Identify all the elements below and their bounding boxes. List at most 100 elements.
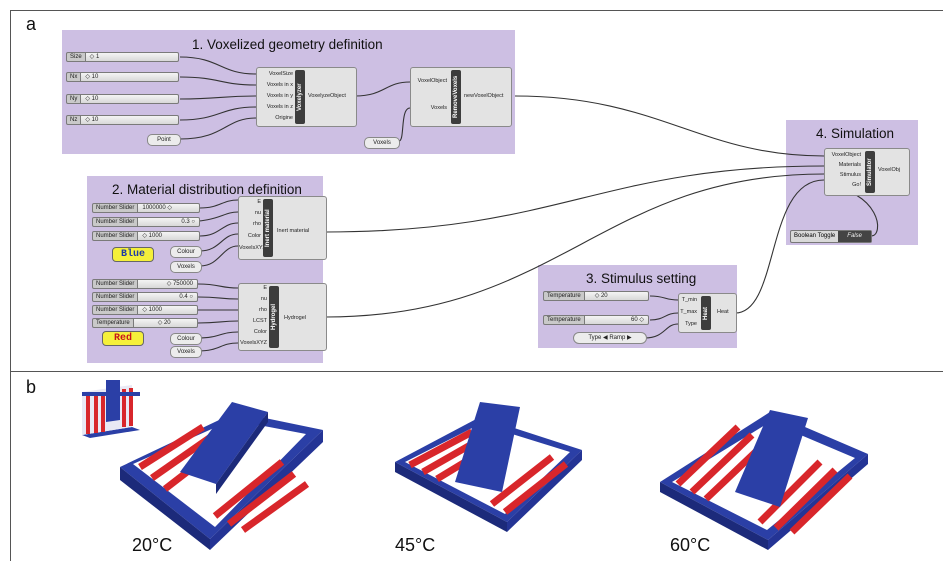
input-label: VoxelObject bbox=[831, 152, 861, 158]
simulator-component[interactable]: VoxelObject Materials Stimulus Go! Simul… bbox=[824, 148, 910, 196]
slider-value[interactable]: ◇ 10 bbox=[81, 94, 179, 104]
slider-e-hydrogel[interactable]: Number Slider ◇ 750000 bbox=[92, 279, 198, 289]
output-label: VoxelObj bbox=[878, 167, 901, 173]
input-label: Color bbox=[247, 233, 261, 239]
input-label: E bbox=[257, 199, 261, 205]
slider-value[interactable]: ◇ 10 bbox=[81, 72, 179, 82]
component-core: Heat bbox=[701, 296, 711, 330]
input-label: rho bbox=[259, 307, 267, 313]
input-label: T_min bbox=[681, 297, 697, 303]
input-label: rho bbox=[253, 221, 261, 227]
output-label: VoxelyzeObject bbox=[308, 93, 346, 99]
input-label: VoxelSize bbox=[268, 71, 293, 77]
input-label: Origine bbox=[275, 115, 293, 121]
slider-value[interactable]: ◇ 1000 bbox=[138, 305, 198, 315]
component-core: Voxelyzer bbox=[295, 70, 305, 124]
panel-divider bbox=[10, 371, 943, 372]
inset-render bbox=[82, 380, 140, 438]
slider-tmax[interactable]: Temperature 60 ◇ bbox=[543, 315, 649, 325]
input-label: Type bbox=[685, 321, 697, 327]
input-label: nu bbox=[254, 210, 261, 216]
blue-panel[interactable]: Blue bbox=[112, 247, 154, 262]
component-core: Simulator bbox=[865, 151, 875, 193]
input-label: Voxels bbox=[430, 105, 447, 111]
slider-nz[interactable]: Nz ◇ 10 bbox=[66, 115, 179, 125]
voxelyzer-component[interactable]: VoxelSize Voxels in x Voxels in y Voxels… bbox=[256, 67, 357, 127]
hydrogel-component[interactable]: E nu rho LCST Color VoxelsXYZ Hydrogel H… bbox=[238, 283, 327, 351]
slider-rho-hydrogel[interactable]: Number Slider ◇ 1000 bbox=[92, 305, 198, 315]
component-core: RemoveVoxels bbox=[451, 70, 461, 124]
slider-nu-hydrogel[interactable]: Number Slider 0.4 ○ bbox=[92, 292, 198, 302]
input-label: Voxels in x bbox=[266, 82, 293, 88]
heat-component[interactable]: T_min T_max Type Heat Heat bbox=[678, 293, 737, 333]
render-layer bbox=[82, 380, 868, 550]
right-arrow-icon[interactable]: ▶ bbox=[627, 335, 632, 341]
output-label: Hydrogel bbox=[284, 315, 307, 321]
type-value: Ramp bbox=[609, 335, 626, 341]
type-selector[interactable]: Type ◀ Ramp ▶ bbox=[573, 332, 647, 344]
input-label: T_max bbox=[680, 309, 697, 315]
output-label: Heat bbox=[717, 309, 729, 315]
input-label: Voxels in y bbox=[266, 93, 293, 99]
colour-param[interactable]: Colour bbox=[170, 333, 202, 345]
slider-nu-inert[interactable]: Number Slider 0.3 ○ bbox=[92, 217, 200, 227]
slider-value[interactable]: 0.3 ○ bbox=[138, 217, 200, 227]
slider-nx[interactable]: Nx ◇ 10 bbox=[66, 72, 179, 82]
group-title: 1. Voxelized geometry definition bbox=[192, 37, 383, 52]
slider-value[interactable]: ◇ 750000 bbox=[138, 279, 198, 289]
temperature-label: 20°C bbox=[132, 535, 173, 555]
wire-layer bbox=[179, 56, 879, 352]
panel-label-a: a bbox=[26, 14, 37, 34]
frame-left bbox=[10, 10, 11, 561]
group-title: 2. Material distribution definition bbox=[112, 182, 302, 197]
output-label: Inert material bbox=[277, 228, 310, 234]
slider-name: Temperature bbox=[543, 291, 585, 301]
input-label: Voxels in z bbox=[266, 104, 293, 110]
slider-name: Temperature bbox=[92, 318, 134, 328]
slider-value[interactable]: 60 ◇ bbox=[584, 315, 649, 325]
point-param[interactable]: Point bbox=[147, 134, 181, 146]
slider-value[interactable]: 1000000 ◇ bbox=[138, 203, 200, 213]
toggle-label: Boolean Toggle bbox=[794, 233, 836, 239]
slider-value[interactable]: ◇ 20 bbox=[584, 291, 649, 301]
slider-name: Nz bbox=[66, 115, 82, 125]
slider-rho-inert[interactable]: Number Slider ◇ 1000 bbox=[92, 231, 200, 241]
removevoxels-component[interactable]: VoxelObject Voxels RemoveVoxels newVoxel… bbox=[410, 67, 512, 127]
slider-ny[interactable]: Ny ◇ 10 bbox=[66, 94, 179, 104]
red-panel[interactable]: Red bbox=[102, 331, 144, 346]
render-60c bbox=[660, 410, 868, 550]
input-label: VoxelsXYZ bbox=[239, 245, 266, 251]
input-label: VoxelObject bbox=[417, 78, 447, 84]
slider-value[interactable]: ◇ 10 bbox=[81, 115, 179, 125]
slider-value[interactable]: ◇ 1000 bbox=[138, 231, 200, 241]
inert-material-component[interactable]: E nu rho Color VoxelsXYZ Inert material … bbox=[238, 196, 327, 260]
slider-name: Number Slider bbox=[92, 203, 139, 213]
component-core: Inert material bbox=[263, 199, 273, 257]
slider-name: Ny bbox=[66, 94, 82, 104]
slider-value[interactable]: ◇ 20 bbox=[133, 318, 198, 328]
temperature-label: 60°C bbox=[670, 535, 711, 555]
input-label: Materials bbox=[838, 162, 861, 168]
slider-tmin[interactable]: Temperature ◇ 20 bbox=[543, 291, 649, 301]
type-label: Type bbox=[588, 335, 602, 341]
slider-value[interactable]: ◇ 1 bbox=[85, 52, 179, 62]
slider-name: Size bbox=[66, 52, 86, 62]
slider-name: Number Slider bbox=[92, 305, 139, 315]
left-arrow-icon[interactable]: ◀ bbox=[603, 335, 608, 341]
colour-param[interactable]: Colour bbox=[170, 246, 202, 258]
toggle-value[interactable]: False bbox=[838, 231, 871, 242]
group-title: 4. Simulation bbox=[816, 126, 895, 141]
boolean-toggle[interactable]: Boolean Toggle False bbox=[790, 230, 872, 243]
slider-size[interactable]: Size ◇ 1 bbox=[66, 52, 179, 62]
temperature-label: 45°C bbox=[395, 535, 436, 555]
input-label: Go! bbox=[852, 182, 861, 188]
slider-e-inert[interactable]: Number Slider 1000000 ◇ bbox=[92, 203, 200, 213]
slider-name: Number Slider bbox=[92, 231, 139, 241]
slider-lcst[interactable]: Temperature ◇ 20 bbox=[92, 318, 198, 328]
slider-value[interactable]: 0.4 ○ bbox=[138, 292, 198, 302]
voxels-param[interactable]: Voxels bbox=[364, 137, 400, 149]
slider-name: Temperature bbox=[543, 315, 585, 325]
voxels-param[interactable]: Voxels bbox=[170, 346, 202, 358]
voxels-param[interactable]: Voxels bbox=[170, 261, 202, 273]
